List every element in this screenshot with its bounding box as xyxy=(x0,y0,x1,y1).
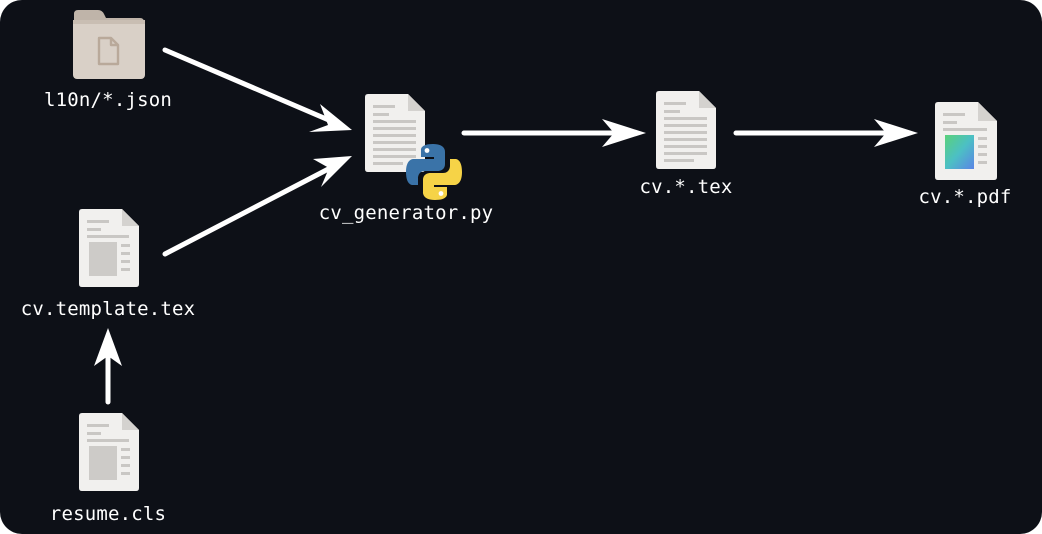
node-label: cv.template.tex xyxy=(20,298,196,320)
node-label: cv_generator.py xyxy=(318,202,494,224)
cls-document-icon xyxy=(79,413,139,491)
arrow-l10n-to-generator xyxy=(162,47,352,132)
folder-icon xyxy=(73,10,145,79)
text-document-icon xyxy=(365,94,425,172)
node-label: resume.cls xyxy=(49,503,167,525)
arrow-tex-to-pdf xyxy=(733,119,918,147)
text-document-icon xyxy=(656,91,716,169)
arrow-generator-to-tex xyxy=(461,119,646,147)
node-label: cv.*.pdf xyxy=(918,186,1012,208)
node-label: cv.*.tex xyxy=(639,176,733,198)
tex-document-icon xyxy=(79,209,139,287)
node-label: l10n/*.json xyxy=(43,89,173,111)
pdf-document-icon xyxy=(935,102,997,180)
python-logo-icon xyxy=(406,144,462,200)
arrow-template-to-generator xyxy=(162,156,352,257)
arrow-resume-to-template xyxy=(94,328,122,405)
